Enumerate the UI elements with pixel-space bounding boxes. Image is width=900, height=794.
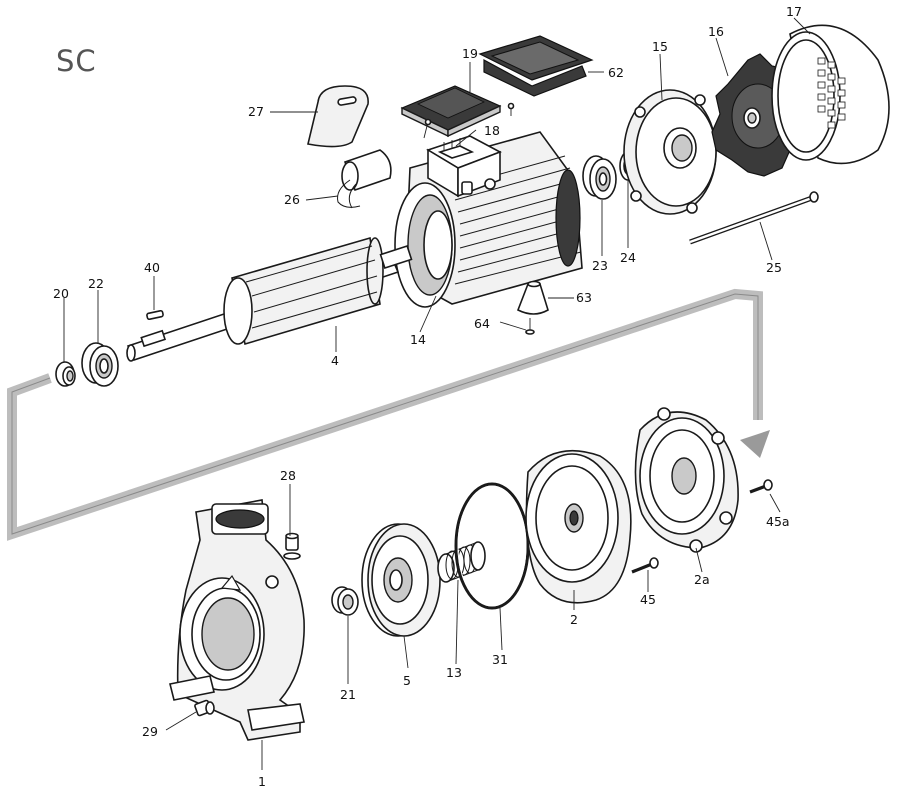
part-20-washer <box>55 361 76 387</box>
label-64: 64 <box>474 316 490 331</box>
label-16: 16 <box>708 24 724 39</box>
part-small-screws <box>423 102 515 139</box>
label-19: 19 <box>462 46 478 61</box>
part-14-stator-housing <box>394 131 583 308</box>
label-4: 4 <box>331 353 339 368</box>
label-45: 45 <box>640 592 656 607</box>
part-28-plug <box>283 532 301 560</box>
label-20: 20 <box>53 286 69 301</box>
part-45-screw <box>631 557 659 574</box>
part-64-screw <box>525 318 535 335</box>
part-26-capacitor <box>337 149 392 209</box>
label-23: 23 <box>592 258 608 273</box>
label-13: 13 <box>446 665 462 680</box>
label-63: 63 <box>576 290 592 305</box>
label-15: 15 <box>652 39 668 54</box>
label-21: 21 <box>340 687 356 702</box>
diagram-title: SC <box>56 44 97 78</box>
part-40-key <box>146 309 164 321</box>
part-25-tie-rod <box>689 191 819 245</box>
label-25: 25 <box>766 260 782 275</box>
part-labels: 19 62 15 16 17 27 18 26 23 24 25 40 20 2… <box>53 4 802 789</box>
label-5: 5 <box>403 673 411 688</box>
label-62: 62 <box>608 65 624 80</box>
part-23-bearing <box>582 155 617 200</box>
part-62-gasket <box>478 35 594 97</box>
part-2a-bracket <box>634 407 739 553</box>
part-21-impeller-nut <box>331 586 359 616</box>
part-13-mechanical-seal <box>437 541 486 583</box>
label-45a: 45a <box>766 514 790 529</box>
part-63-rubber-foot <box>516 280 549 315</box>
label-28: 28 <box>280 468 296 483</box>
part-18-terminal-block <box>437 138 475 159</box>
part-2-backplate <box>525 449 632 604</box>
part-4-rotor <box>126 236 413 362</box>
label-22: 22 <box>88 276 104 291</box>
label-1: 1 <box>258 774 266 789</box>
part-15-end-shield <box>623 89 717 215</box>
label-18: 18 <box>484 123 500 138</box>
assembly-arrow-head <box>740 430 770 458</box>
part-1-pump-body <box>169 499 305 741</box>
leader-lines <box>63 17 811 770</box>
part-17-fan-cover <box>771 24 890 165</box>
label-2a: 2a <box>694 572 710 587</box>
label-2: 2 <box>570 612 578 627</box>
assembly-path-outline <box>11 293 759 535</box>
part-27-cable-clip <box>307 85 369 148</box>
label-27: 27 <box>248 104 264 119</box>
part-45a-screw <box>749 479 773 494</box>
part-5-impeller <box>361 523 441 637</box>
label-29: 29 <box>142 724 158 739</box>
label-24: 24 <box>620 250 636 265</box>
label-40: 40 <box>144 260 160 275</box>
label-17: 17 <box>786 4 802 19</box>
part-29-plug <box>194 699 215 717</box>
label-26: 26 <box>284 192 300 207</box>
label-31: 31 <box>492 652 508 667</box>
part-22-bearing <box>81 342 119 387</box>
label-14: 14 <box>410 332 426 347</box>
